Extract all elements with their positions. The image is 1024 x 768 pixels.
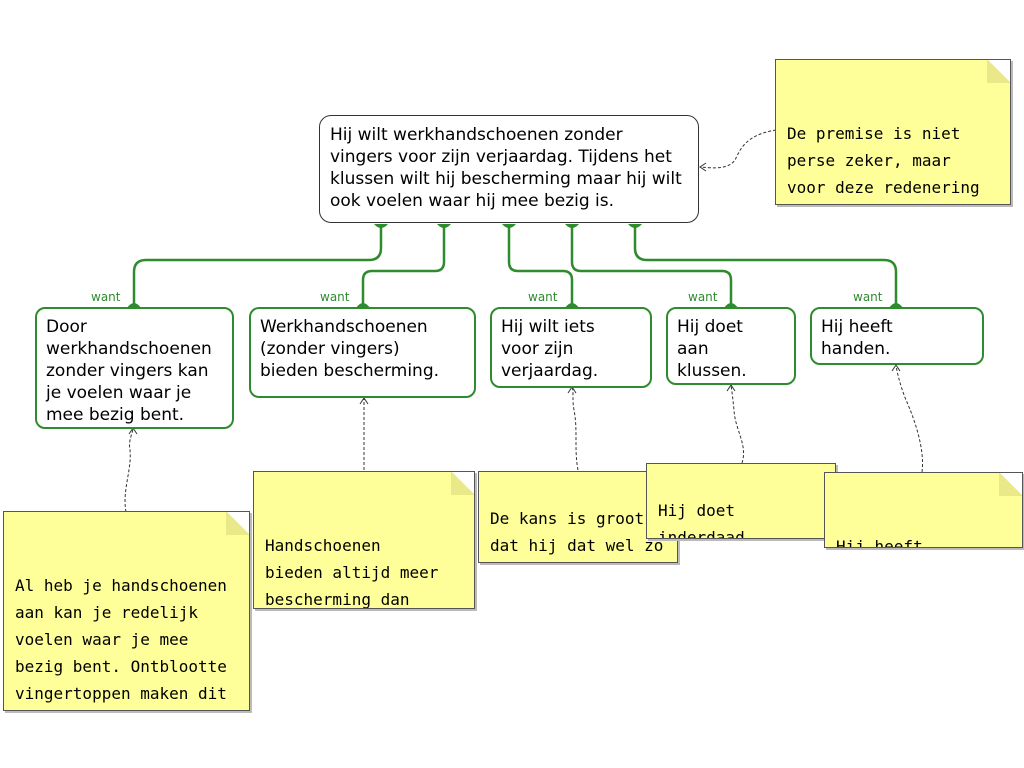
main-claim-box[interactable]: Hij wilt werkhandschoenen zonder vingers… — [319, 115, 699, 223]
reason-text-1: Door werkhandschoenen zonder vingers kan… — [46, 317, 212, 425]
note-text-5: Hij heeft inderdaad handen. — [836, 537, 923, 548]
connector-reason-2 — [361, 226, 446, 306]
note-fold-icon — [999, 473, 1022, 496]
connector-reason-4 — [570, 226, 733, 306]
reason-box-4[interactable]: Hij doet aan klussen. — [666, 307, 796, 385]
want-label-2: want — [320, 290, 350, 304]
note-text-2: Handschoenen bieden altijd meer bescherm… — [265, 536, 439, 609]
note-4[interactable]: Hij doet inderdaad aan klussen. — [646, 463, 836, 539]
connector-reason-3 — [507, 226, 574, 306]
reason-box-3[interactable]: Hij wilt iets voor zijn verjaardag. — [490, 307, 652, 388]
note-connector-3 — [571, 386, 579, 471]
note-text-3: De kans is groot dat hij dat wel zo will… — [490, 509, 664, 555]
note-connector-5 — [895, 364, 924, 473]
main-claim-text: Hij wilt werkhandschoenen zonder vingers… — [330, 125, 682, 211]
note-connector-claim — [699, 129, 777, 169]
note-5[interactable]: Hij heeft inderdaad handen. — [824, 472, 1023, 548]
note-connector-4 — [730, 384, 744, 464]
note-fold-icon — [451, 472, 474, 495]
reason-box-5[interactable]: Hij heeft handen. — [810, 307, 984, 365]
note-text-1: Al heb je handschoenen aan kan je redeli… — [15, 576, 227, 703]
reason-box-1[interactable]: Door werkhandschoenen zonder vingers kan… — [35, 307, 234, 429]
note-fold-icon — [226, 512, 249, 535]
note-2[interactable]: Handschoenen bieden altijd meer bescherm… — [253, 471, 475, 609]
want-label-4: want — [688, 290, 718, 304]
reason-text-5: Hij heeft handen. — [821, 317, 893, 359]
note-fold-icon — [987, 60, 1010, 83]
reason-box-2[interactable]: Werkhandschoenen (zonder vingers) bieden… — [249, 307, 476, 398]
note-3[interactable]: De kans is groot dat hij dat wel zo will… — [478, 471, 678, 563]
note-connector-1 — [124, 427, 134, 513]
connector-reason-5 — [633, 226, 898, 306]
reason-text-3: Hij wilt iets voor zijn verjaardag. — [501, 317, 599, 381]
reason-text-4: Hij doet aan klussen. — [677, 317, 747, 381]
claim-note-text: De premise is niet perse zeker, maar voo… — [787, 124, 980, 197]
want-label-3: want — [528, 290, 558, 304]
want-label-5: want — [853, 290, 883, 304]
note-1[interactable]: Al heb je handschoenen aan kan je redeli… — [3, 511, 250, 711]
connector-reason-1 — [132, 226, 383, 306]
reason-text-2: Werkhandschoenen (zonder vingers) bieden… — [260, 317, 440, 381]
claim-note[interactable]: De premise is niet perse zeker, maar voo… — [775, 59, 1011, 205]
want-label-1: want — [91, 290, 121, 304]
note-text-4: Hij doet inderdaad aan klussen. — [658, 501, 745, 539]
